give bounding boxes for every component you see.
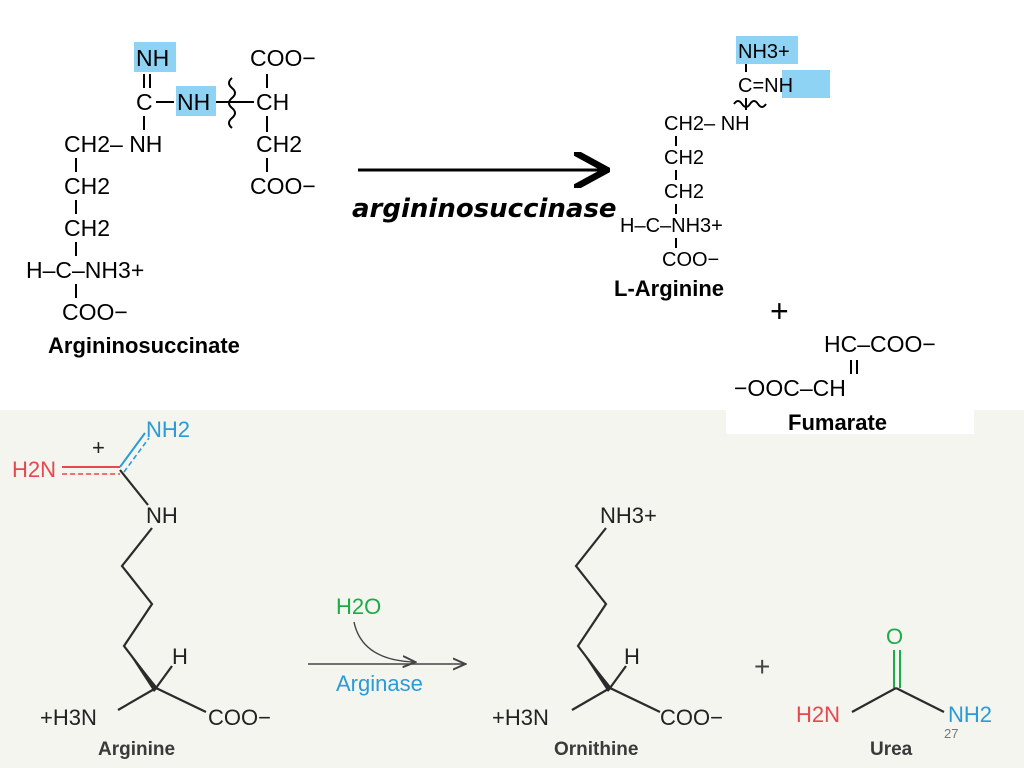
fumarate-row1-overlay: HC–COO−: [824, 331, 936, 357]
group-ch2-nh: CH2– NH: [64, 131, 162, 157]
plus-bottom: +: [754, 651, 770, 682]
group-coo-ornithine: COO−: [660, 705, 723, 730]
argininosuccinate-label: Argininosuccinate: [48, 333, 240, 358]
plus-top: +: [770, 293, 789, 329]
arginine-label: Arginine: [98, 739, 175, 760]
argininosuccinate-structure: NH COO− C NH CH CH2– NH CH2 COO− CH2 CH2…: [26, 42, 316, 358]
highlight-nh3: [736, 36, 798, 64]
group-nh3-top: NH3+: [738, 41, 790, 63]
group-nh2-urea: NH2: [948, 702, 992, 727]
group-h2n-red: H2N: [12, 457, 56, 482]
fumarate-row2-overlay: −OOC–CH: [734, 375, 846, 401]
highlight-nh: [782, 70, 830, 98]
group-ch2-a-product: CH2: [664, 147, 704, 169]
group-coo-product: COO−: [662, 249, 719, 271]
enzyme-arginase: Arginase: [336, 671, 423, 696]
group-ch2-a: CH2: [64, 173, 110, 199]
l-arginine-structure: NH3+ C=NH CH2– NH CH2 CH2 H–C–NH3+ COO− …: [614, 36, 830, 301]
group-ch2-nh-product: CH2– NH: [664, 113, 750, 135]
page-number: 27: [944, 726, 959, 741]
group-h3n-ornithine: +H3N: [492, 705, 549, 730]
ornithine-structure: NH3+ H +H3N COO− Ornithine: [492, 503, 723, 760]
group-ch2-b-product: CH2: [664, 181, 704, 203]
wedge-bond: [124, 646, 158, 692]
group-ch2-b: CH2: [64, 215, 110, 241]
group-ch-right: CH: [256, 89, 289, 115]
group-coo: COO−: [208, 705, 271, 730]
group-coo-bottom: COO−: [62, 299, 128, 325]
arginine-structure: + NH2 H2N NH H +H3N COO− Arginine: [12, 417, 271, 760]
urea-label: Urea: [870, 739, 913, 760]
group-nh3-ornithine: NH3+: [600, 503, 657, 528]
enzyme-argininosuccinase: argininosuccinase: [352, 194, 617, 224]
cleavage-wave-product: [733, 100, 767, 108]
bottom-panel: [0, 410, 1024, 768]
group-h-ornithine: H: [624, 644, 640, 669]
group-c-center: C: [136, 89, 153, 115]
group-h2n-urea: H2N: [796, 702, 840, 727]
group-h-c-nh3: H–C–NH3+: [26, 257, 144, 283]
group-nh-link: NH: [177, 89, 210, 115]
arginine-plus: +: [92, 435, 105, 460]
cleavage-wave: [228, 77, 236, 129]
ornithine-label: Ornithine: [554, 739, 638, 760]
group-nh2-blue: NH2: [146, 417, 190, 442]
group-nh-top: NH: [136, 45, 169, 71]
water-label: H2O: [336, 594, 381, 619]
group-h3n: +H3N: [40, 705, 97, 730]
group-coo-right: COO−: [250, 173, 316, 199]
group-c-eq-nh: C=NH: [738, 75, 793, 97]
group-h-c-nh3-product: H–C–NH3+: [620, 215, 723, 237]
highlight-nh-top: [134, 42, 176, 72]
group-nh: NH: [146, 503, 178, 528]
fumarate-label-overlay: Fumarate: [788, 410, 887, 435]
group-coo-top: COO−: [250, 45, 316, 71]
group-ch2-right: CH2: [256, 131, 302, 157]
group-h: H: [172, 644, 188, 669]
highlight-nh-link: [176, 86, 216, 116]
l-arginine-label: L-Arginine: [614, 276, 724, 301]
urea-structure: O H2N NH2 Urea: [796, 624, 992, 760]
group-o: O: [886, 624, 903, 649]
arginase-arrow-group: H2O Arginase: [308, 594, 464, 696]
